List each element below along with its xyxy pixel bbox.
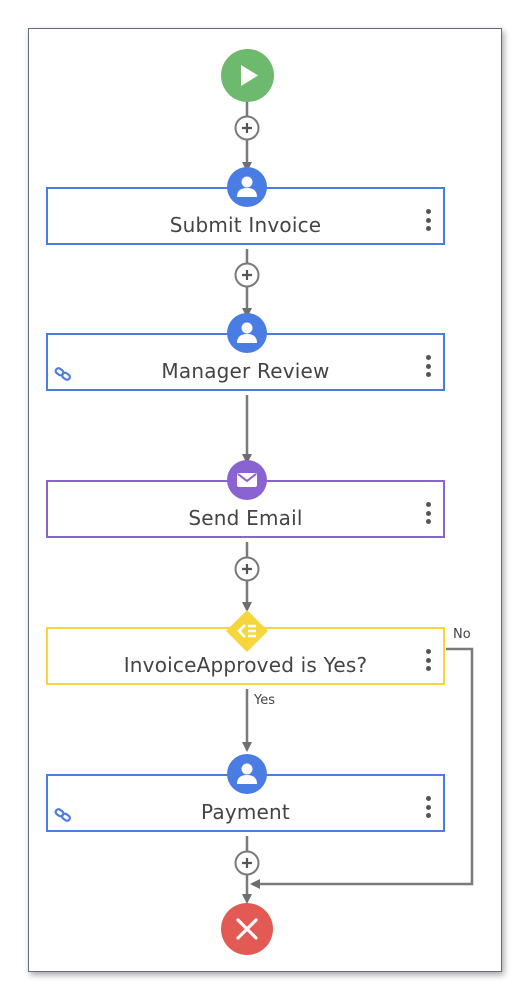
node-menu-button[interactable] (425, 355, 431, 377)
add-step-button-3[interactable] (234, 556, 260, 586)
edge-condition-end-no (250, 647, 474, 889)
node-menu-button[interactable] (425, 649, 431, 671)
node-label: Submit Invoice (169, 213, 322, 237)
plus-icon (234, 115, 260, 141)
start-node[interactable] (221, 49, 274, 102)
add-step-button-4[interactable] (234, 850, 260, 880)
play-icon (221, 49, 274, 102)
plus-icon (234, 850, 260, 876)
plus-icon (234, 262, 260, 288)
plus-icon (234, 556, 260, 582)
node-menu-button[interactable] (425, 209, 431, 231)
node-label: Payment (201, 800, 290, 824)
add-step-button-2[interactable] (234, 262, 260, 292)
condition-icon (225, 609, 269, 657)
user-icon (227, 313, 267, 357)
node-menu-button[interactable] (425, 502, 431, 524)
link-icon[interactable] (54, 367, 72, 381)
node-label: Manager Review (161, 359, 330, 383)
branch-label-yes: Yes (254, 693, 275, 708)
user-icon (227, 167, 267, 211)
node-label: InvoiceApproved is Yes? (123, 653, 368, 677)
user-icon (227, 754, 267, 798)
node-label: Send Email (188, 506, 303, 530)
end-node[interactable] (221, 903, 273, 955)
add-step-button-1[interactable] (234, 115, 260, 145)
link-icon[interactable] (54, 808, 72, 822)
envelope-icon (227, 460, 267, 504)
node-send-email[interactable]: Send Email (46, 480, 445, 538)
branch-label-no: No (453, 627, 471, 642)
close-icon (221, 903, 273, 955)
node-menu-button[interactable] (425, 796, 431, 818)
